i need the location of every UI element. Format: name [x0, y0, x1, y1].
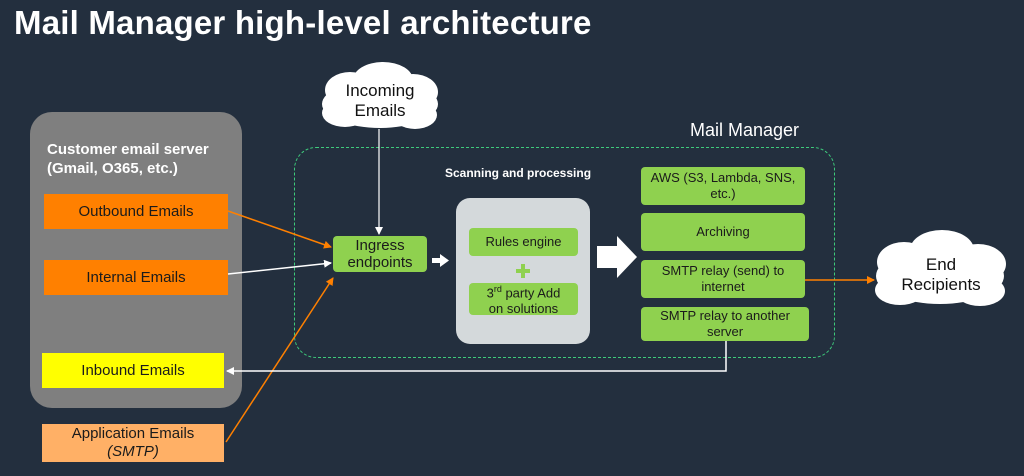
ingress-endpoints-box: Ingress endpoints — [333, 236, 427, 272]
processing-to-outputs-arrow — [597, 236, 637, 278]
incoming-emails-line2: Emails — [354, 101, 406, 120]
ingress-to-processing-arrow — [432, 254, 449, 267]
outbound-emails-label: Outbound Emails — [78, 203, 194, 220]
mail-manager-boundary — [294, 147, 835, 358]
smtp-relay-server-line2: server — [706, 324, 744, 339]
internal-emails-label: Internal Emails — [86, 269, 186, 286]
outbound-to-ingress-arrow — [227, 210, 332, 249]
aws-services-line2: etc.) — [710, 186, 736, 201]
internal-to-ingress-arrow — [227, 259, 332, 275]
application-emails-box: Application Emails (SMTP) — [42, 424, 224, 462]
ingress-endpoints-line2: endpoints — [347, 254, 413, 271]
internal-emails-box: Internal Emails — [44, 260, 228, 295]
plus-icon — [516, 264, 530, 278]
smtp-server-to-inbound-arrow — [226, 341, 727, 375]
incoming-emails-line1: Incoming — [345, 81, 415, 100]
archiving-box: Archiving — [641, 213, 805, 251]
customer-server-label-line1: Customer email server — [47, 141, 209, 158]
smtp-relay-server-line1: SMTP relay to another — [660, 308, 790, 323]
application-emails-label: Application Emails — [71, 425, 195, 442]
application-emails-protocol: (SMTP) — [107, 443, 159, 460]
inbound-emails-label: Inbound Emails — [81, 362, 185, 379]
smtp-relay-internet-line1: SMTP relay (send) to — [661, 263, 785, 278]
ingress-endpoints-line1: Ingress — [355, 237, 405, 254]
smtp-relay-internet-box: SMTP relay (send) to internet — [641, 260, 805, 298]
incoming-emails-label: Incoming Emails — [330, 80, 430, 122]
incoming-emails-cloud-icon — [322, 62, 438, 129]
end-recipients-line1: End — [925, 255, 957, 274]
addon-line1-rest: party Add — [501, 285, 561, 301]
inbound-emails-box: Inbound Emails — [42, 353, 224, 388]
customer-server-label: Customer email server (Gmail, O365, etc.… — [47, 140, 242, 178]
scanning-processing-label: Scanning and processing — [445, 166, 592, 180]
end-recipients-line2: Recipients — [901, 275, 981, 294]
mail-manager-label: Mail Manager — [690, 120, 800, 140]
third-party-addon-line1: 3rd party Add — [487, 281, 561, 301]
smtp-relay-server-box: SMTP relay to another server — [641, 307, 809, 341]
end-recipients-label: End Recipients — [884, 253, 998, 297]
end-recipients-cloud-icon — [875, 230, 1006, 306]
rules-engine-label: Rules engine — [485, 234, 562, 249]
customer-server-label-line2: (Gmail, O365, etc.) — [47, 160, 178, 177]
aws-services-box: AWS (S3, Lambda, SNS, etc.) — [641, 167, 805, 205]
archiving-label: Archiving — [696, 224, 750, 239]
application-to-ingress-arrow — [225, 277, 334, 443]
addon-ordinal-suffix: rd — [493, 283, 502, 294]
outbound-emails-box: Outbound Emails — [44, 194, 228, 229]
page-title: Mail Manager high-level architecture — [14, 4, 592, 41]
rules-engine-box: Rules engine — [469, 228, 578, 256]
aws-services-line1: AWS (S3, Lambda, SNS, — [650, 170, 796, 185]
third-party-addon-box: 3rd party Add on solutions — [469, 281, 578, 317]
third-party-addon-line2: on solutions — [488, 301, 559, 317]
addon-ordinal: 3 — [486, 285, 494, 301]
smtp-relay-internet-line2: internet — [701, 279, 745, 294]
